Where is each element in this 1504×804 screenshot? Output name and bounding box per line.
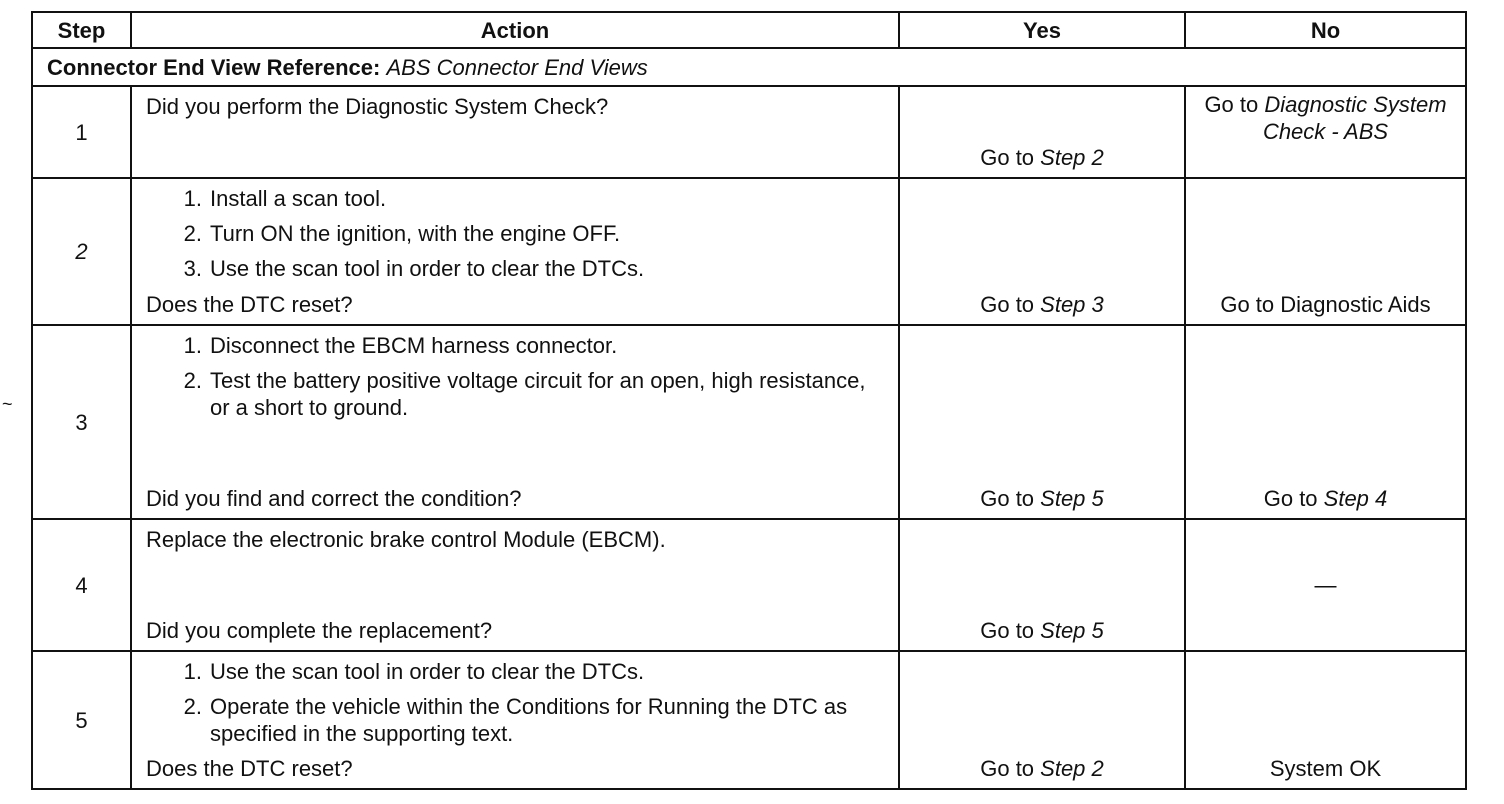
list-item: 1.Use the scan tool in order to clear th…	[183, 659, 645, 684]
no-cell: Go to Diagnostic System Check - ABS	[1184, 85, 1467, 179]
list-item: 2.Test the battery positive voltage circ…	[183, 368, 866, 420]
no-link[interactable]: Go to Step 4	[1263, 486, 1388, 511]
action-cell: Replace the electronic brake control Mod…	[130, 518, 900, 652]
action-cell: 1.Install a scan tool. 2.Turn ON the ign…	[130, 177, 900, 326]
reference-cell: Connector End View Reference: ABS Connec…	[31, 47, 1467, 87]
list-item: 2.Operate the vehicle within the Conditi…	[183, 694, 848, 746]
action-question: Did you find and correct the condition?	[146, 486, 522, 511]
yes-cell: Go to Step 3	[898, 177, 1186, 326]
step-number: 5	[31, 650, 132, 790]
yes-cell: Go to Step 2	[898, 650, 1186, 790]
no-cell: Go to Diagnostic Aids	[1184, 177, 1467, 326]
list-item: 1.Disconnect the EBCM harness connector.	[183, 333, 618, 358]
yes-link[interactable]: Go to Step 3	[980, 292, 1104, 317]
action-cell: 1.Use the scan tool in order to clear th…	[130, 650, 900, 790]
action-list: 1.Use the scan tool in order to clear th…	[146, 658, 886, 747]
table-row: 1 Did you perform the Diagnostic System …	[31, 85, 1467, 179]
no-dash: —	[1314, 572, 1337, 598]
no-cell: —	[1184, 518, 1467, 652]
step-number: 2	[31, 177, 132, 326]
header-yes: Yes	[898, 11, 1186, 49]
action-text: Replace the electronic brake control Mod…	[146, 527, 666, 552]
header-action: Action	[130, 11, 900, 49]
no-cell: Go to Step 4	[1184, 324, 1467, 520]
header-no: No	[1184, 11, 1467, 49]
action-question: Does the DTC reset?	[146, 756, 353, 781]
action-cell: 1.Disconnect the EBCM harness connector.…	[130, 324, 900, 520]
diagnostic-table: Step Action Yes No Connector End View Re…	[31, 11, 1467, 790]
step-number: 4	[31, 518, 132, 652]
action-question: Did you complete the replacement?	[146, 618, 493, 643]
action-list: 1.Disconnect the EBCM harness connector.…	[146, 332, 886, 421]
yes-cell: Go to Step 5	[898, 518, 1186, 652]
action-list: 1.Install a scan tool. 2.Turn ON the ign…	[146, 185, 886, 282]
yes-link[interactable]: Go to Step 5	[980, 618, 1104, 643]
yes-link[interactable]: Go to Step 2	[980, 756, 1104, 781]
action-text: Did you perform the Diagnostic System Ch…	[146, 94, 609, 119]
table-row: 2 1.Install a scan tool. 2.Turn ON the i…	[31, 177, 1467, 326]
no-link[interactable]: Go to Diagnostic Aids	[1220, 292, 1431, 317]
yes-cell: Go to Step 5	[898, 324, 1186, 520]
step-number: 3	[31, 324, 132, 520]
header-step: Step	[31, 11, 132, 49]
stray-mark: ~	[2, 394, 13, 414]
yes-link[interactable]: Go to Step 5	[980, 486, 1104, 511]
reference-link[interactable]: ABS Connector End Views	[386, 54, 648, 80]
list-item: 2.Turn ON the ignition, with the engine …	[183, 221, 621, 246]
reference-row: Connector End View Reference: ABS Connec…	[31, 47, 1467, 87]
action-cell: Did you perform the Diagnostic System Ch…	[130, 85, 900, 179]
header-row: Step Action Yes No	[31, 11, 1467, 49]
table-row: 5 1.Use the scan tool in order to clear …	[31, 650, 1467, 790]
list-item: 3.Use the scan tool in order to clear th…	[183, 256, 645, 281]
reference-label: Connector End View Reference:	[47, 54, 381, 80]
no-link[interactable]: Go to Diagnostic System Check - ABS	[1204, 92, 1447, 144]
yes-cell: Go to Step 2	[898, 85, 1186, 179]
list-item: 1.Install a scan tool.	[183, 186, 387, 211]
table-row: 3 1.Disconnect the EBCM harness connecto…	[31, 324, 1467, 520]
yes-link[interactable]: Go to Step 2	[980, 145, 1104, 170]
no-cell: System OK	[1184, 650, 1467, 790]
table-row: 4 Replace the electronic brake control M…	[31, 518, 1467, 652]
action-question: Does the DTC reset?	[146, 292, 353, 317]
step-number: 1	[31, 85, 132, 179]
no-link[interactable]: System OK	[1269, 756, 1382, 781]
